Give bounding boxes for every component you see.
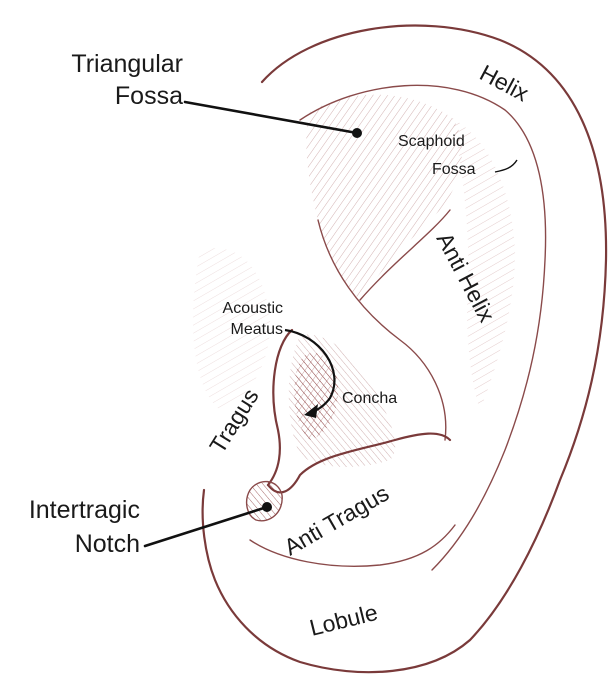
tragus-outline [268, 330, 292, 485]
triangular-fossa-shading [306, 95, 462, 300]
scaphoid-fossa-leader [495, 160, 517, 172]
label-scaphoid-fossa-line2: Fossa [432, 161, 476, 178]
label-acoustic-meatus-line1: Acoustic [223, 300, 283, 317]
label-concha: Concha [342, 390, 397, 407]
label-triangular-fossa-line1: Triangular [71, 50, 183, 78]
intertragic-notch-leader [145, 507, 267, 546]
label-scaphoid-fossa-line1: Scaphoid [398, 133, 465, 150]
label-lobule: Lobule [307, 599, 380, 641]
triangular-fossa-dot [352, 128, 362, 138]
label-intertragic-notch-line2: Notch [75, 530, 140, 558]
lobule-contour [250, 525, 455, 566]
intertragic-notch-dot [262, 502, 272, 512]
label-intertragic-notch-line1: Intertragic [29, 496, 140, 524]
label-triangular-fossa-line2: Fossa [115, 82, 183, 110]
label-anti-tragus: Anti Tragus [280, 480, 394, 561]
label-acoustic-meatus-line2: Meatus [231, 321, 283, 338]
label-helix: Helix [476, 59, 534, 106]
